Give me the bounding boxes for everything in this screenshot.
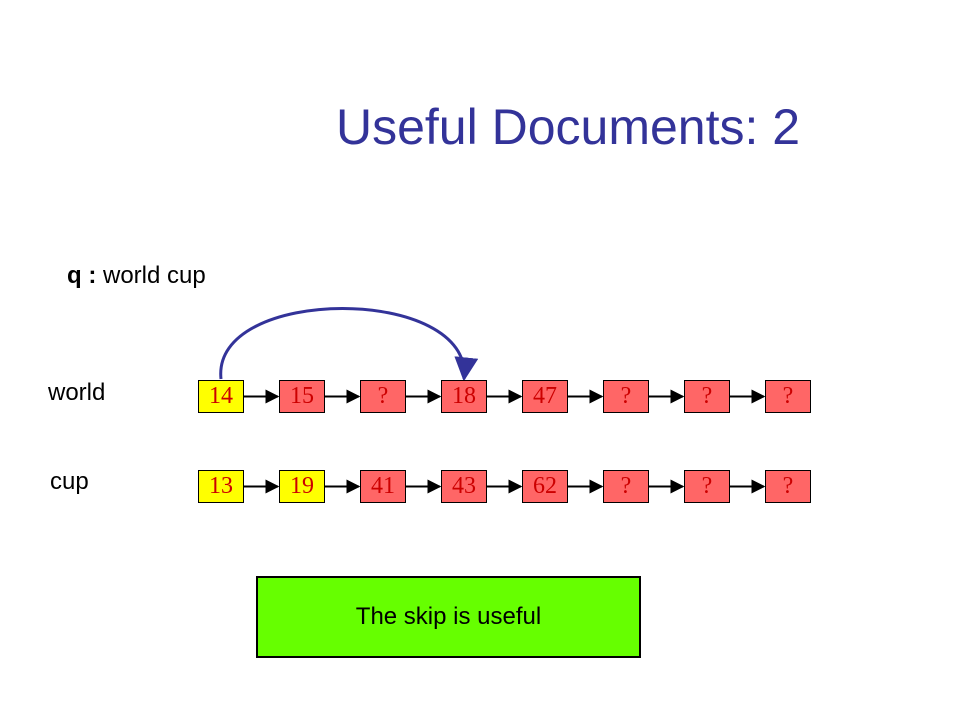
posting-node-world-2: ? xyxy=(360,380,406,413)
query-label: q : xyxy=(67,262,97,289)
skip-pointer-arc xyxy=(219,307,479,382)
posting-node-cup-4: 62 xyxy=(522,470,568,503)
posting-node-world-6: ? xyxy=(684,380,730,413)
list-term-cup: cup xyxy=(50,468,89,495)
result-callout: The skip is useful xyxy=(256,576,641,658)
posting-node-cup-3: 43 xyxy=(441,470,487,503)
posting-node-world-5: ? xyxy=(603,380,649,413)
posting-node-cup-5: ? xyxy=(603,470,649,503)
slide-title: Useful Documents: 2 xyxy=(336,99,801,155)
list-term-world: world xyxy=(48,379,106,406)
posting-node-cup-2: 41 xyxy=(360,470,406,503)
posting-links xyxy=(244,389,766,494)
posting-node-cup-1: 19 xyxy=(279,470,325,503)
skip-pointer xyxy=(219,307,479,382)
posting-node-world-4: 47 xyxy=(522,380,568,413)
posting-node-world-7: ? xyxy=(765,380,811,413)
posting-node-world-1: 15 xyxy=(279,380,325,413)
posting-node-world-0: 14 xyxy=(198,380,244,413)
posting-node-cup-7: ? xyxy=(765,470,811,503)
query-text: world cup xyxy=(103,262,206,289)
posting-node-cup-6: ? xyxy=(684,470,730,503)
posting-node-world-3: 18 xyxy=(441,380,487,413)
posting-node-cup-0: 13 xyxy=(198,470,244,503)
query-line: q : world cup xyxy=(67,260,206,292)
result-text: The skip is useful xyxy=(355,603,542,630)
